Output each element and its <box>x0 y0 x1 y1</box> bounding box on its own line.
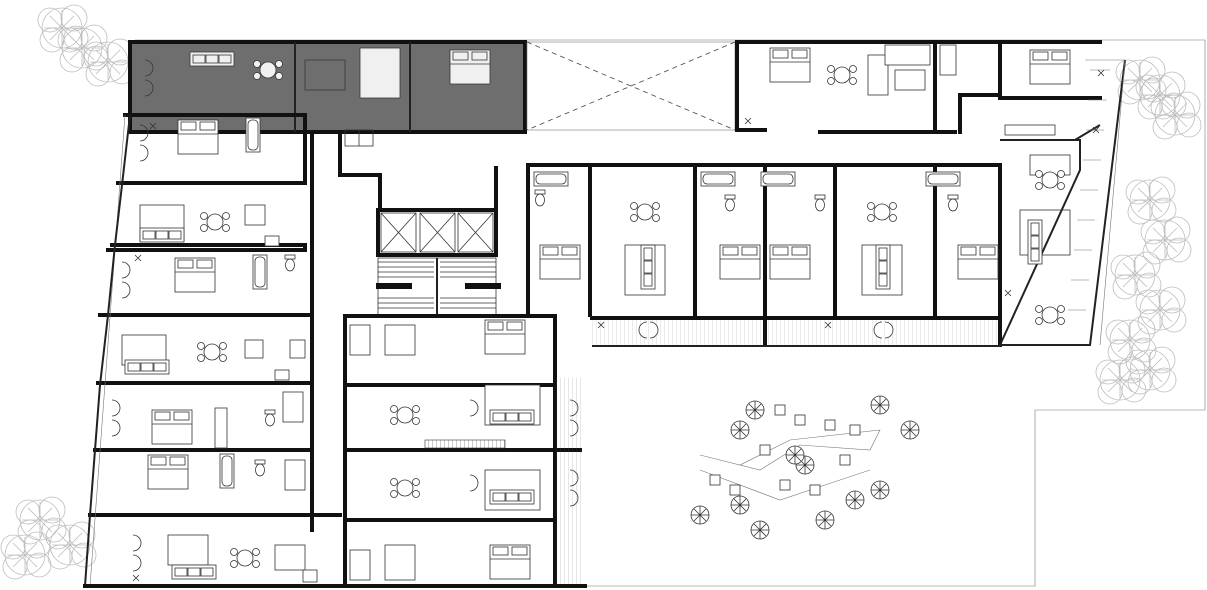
unit-top-right <box>735 40 1102 141</box>
east-corner-unit <box>999 59 1126 346</box>
middle-units <box>343 314 583 588</box>
garden <box>690 395 920 540</box>
highlighted-unit <box>128 40 527 134</box>
east-wing-units <box>526 163 1002 347</box>
planter-markers <box>132 69 1105 582</box>
building-core <box>343 163 530 318</box>
corridor <box>303 128 382 532</box>
open-void <box>526 41 736 131</box>
left-wing <box>83 113 342 588</box>
